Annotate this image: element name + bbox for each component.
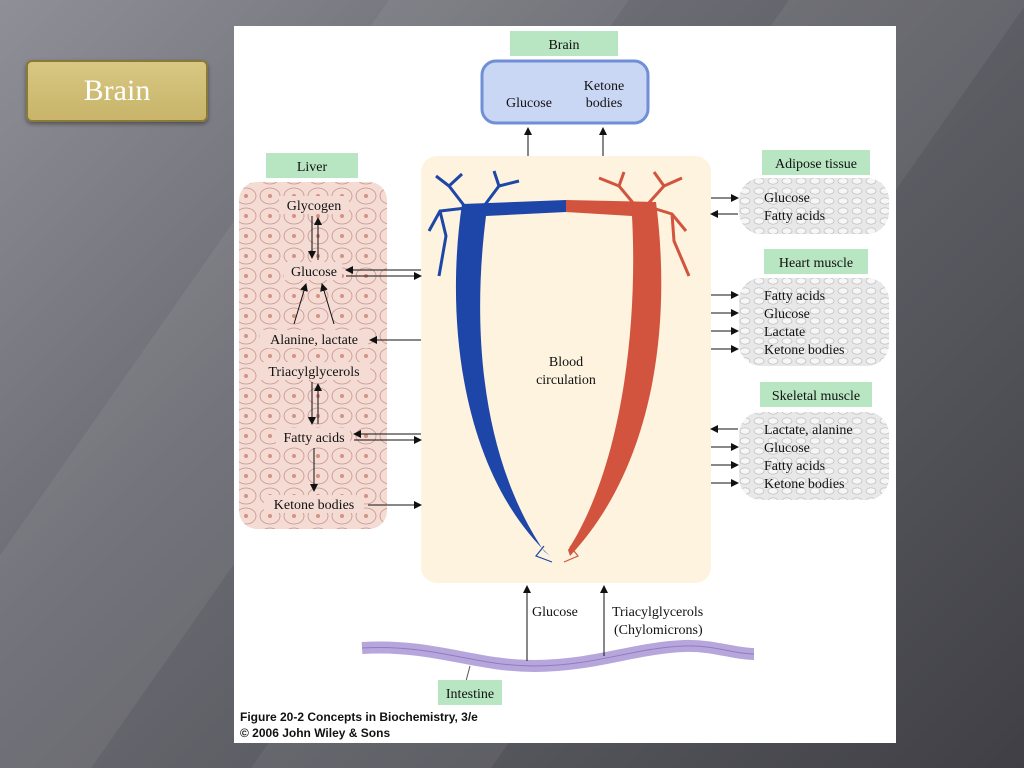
intestine-tube (361, 639, 755, 673)
skeletal-arrows (710, 425, 739, 487)
liver-internal-arrows (293, 216, 335, 492)
metabolism-figure: Brain Glucose Ketone bodies Blood circul… (234, 26, 896, 743)
skeletal-tissue (739, 412, 889, 500)
intestine-label: Intestine (446, 687, 494, 702)
adipose-label-box (762, 150, 870, 175)
adipose-arrows (710, 194, 739, 218)
intestine-tag-line2: (Chylomicrons) (614, 623, 703, 638)
heart-arrows (711, 291, 739, 353)
heart-lactate: Lactate (764, 325, 805, 340)
figure-diagram: Brain Glucose Ketone bodies Blood circul… (239, 31, 889, 705)
figure-caption: Figure 20-2 Concepts in Biochemistry, 3/… (240, 709, 478, 741)
artery (566, 200, 662, 556)
liver-fatty-acids: Fatty acids (283, 431, 344, 446)
brain-box (480, 59, 650, 125)
brain-glucose: Glucose (506, 96, 552, 111)
artery-branches (598, 171, 691, 277)
heart-glucose: Glucose (764, 307, 810, 322)
adipose-tissue (739, 178, 889, 234)
liver-triacylglycerols: Triacylglycerols (268, 365, 359, 380)
vein (455, 200, 566, 556)
intestine-glucose: Glucose (532, 605, 578, 620)
heart-label: Heart muscle (779, 256, 853, 271)
brain-label: Brain (548, 38, 579, 53)
brain-ketone: Ketone (584, 79, 624, 94)
liver-glycogen: Glycogen (287, 199, 341, 214)
capillaries (535, 545, 579, 563)
liver-label: Liver (297, 160, 328, 175)
skeletal-label-box (760, 382, 872, 407)
vein-branches (427, 170, 520, 277)
brain-label-box (510, 31, 618, 56)
skeletal-fatty-acids: Fatty acids (764, 459, 825, 474)
liver-exchange-arrows (345, 266, 422, 509)
brain-bodies: bodies (586, 96, 623, 111)
heart-ketone-bodies: Ketone bodies (764, 343, 844, 358)
liver-tissue (239, 182, 387, 529)
liver-labels (258, 196, 370, 513)
heart-fatty-acids: Fatty acids (764, 289, 825, 304)
liver-ketone-bodies: Ketone bodies (274, 498, 354, 513)
skeletal-glucose: Glucose (764, 441, 810, 456)
blood-label-2: circulation (536, 373, 596, 388)
intestine-tag-line1: Triacylglycerols (612, 605, 703, 620)
adipose-fatty-acids: Fatty acids (764, 209, 825, 224)
liver-glucose: Glucose (291, 265, 337, 280)
slide-title: Brain (26, 60, 208, 122)
skeletal-lactate-alanine: Lactate, alanine (764, 423, 853, 438)
intestine-outline (361, 645, 755, 667)
caption-line-2: © 2006 John Wiley & Sons (240, 726, 391, 740)
intestine-label-box (438, 680, 502, 705)
heart-label-box (764, 249, 868, 274)
skeletal-label: Skeletal muscle (772, 389, 860, 404)
caption-line-1: Figure 20-2 Concepts in Biochemistry, 3/… (240, 710, 478, 724)
adipose-label: Adipose tissue (775, 157, 857, 172)
blood-label-1: Blood (549, 355, 583, 370)
skeletal-ketone-bodies: Ketone bodies (764, 477, 844, 492)
adipose-glucose: Glucose (764, 191, 810, 206)
intestine-pointer (465, 665, 471, 682)
liver-alanine-lactate: Alanine, lactate (270, 333, 358, 348)
liver-label-box (266, 153, 358, 178)
heart-tissue (739, 278, 889, 366)
